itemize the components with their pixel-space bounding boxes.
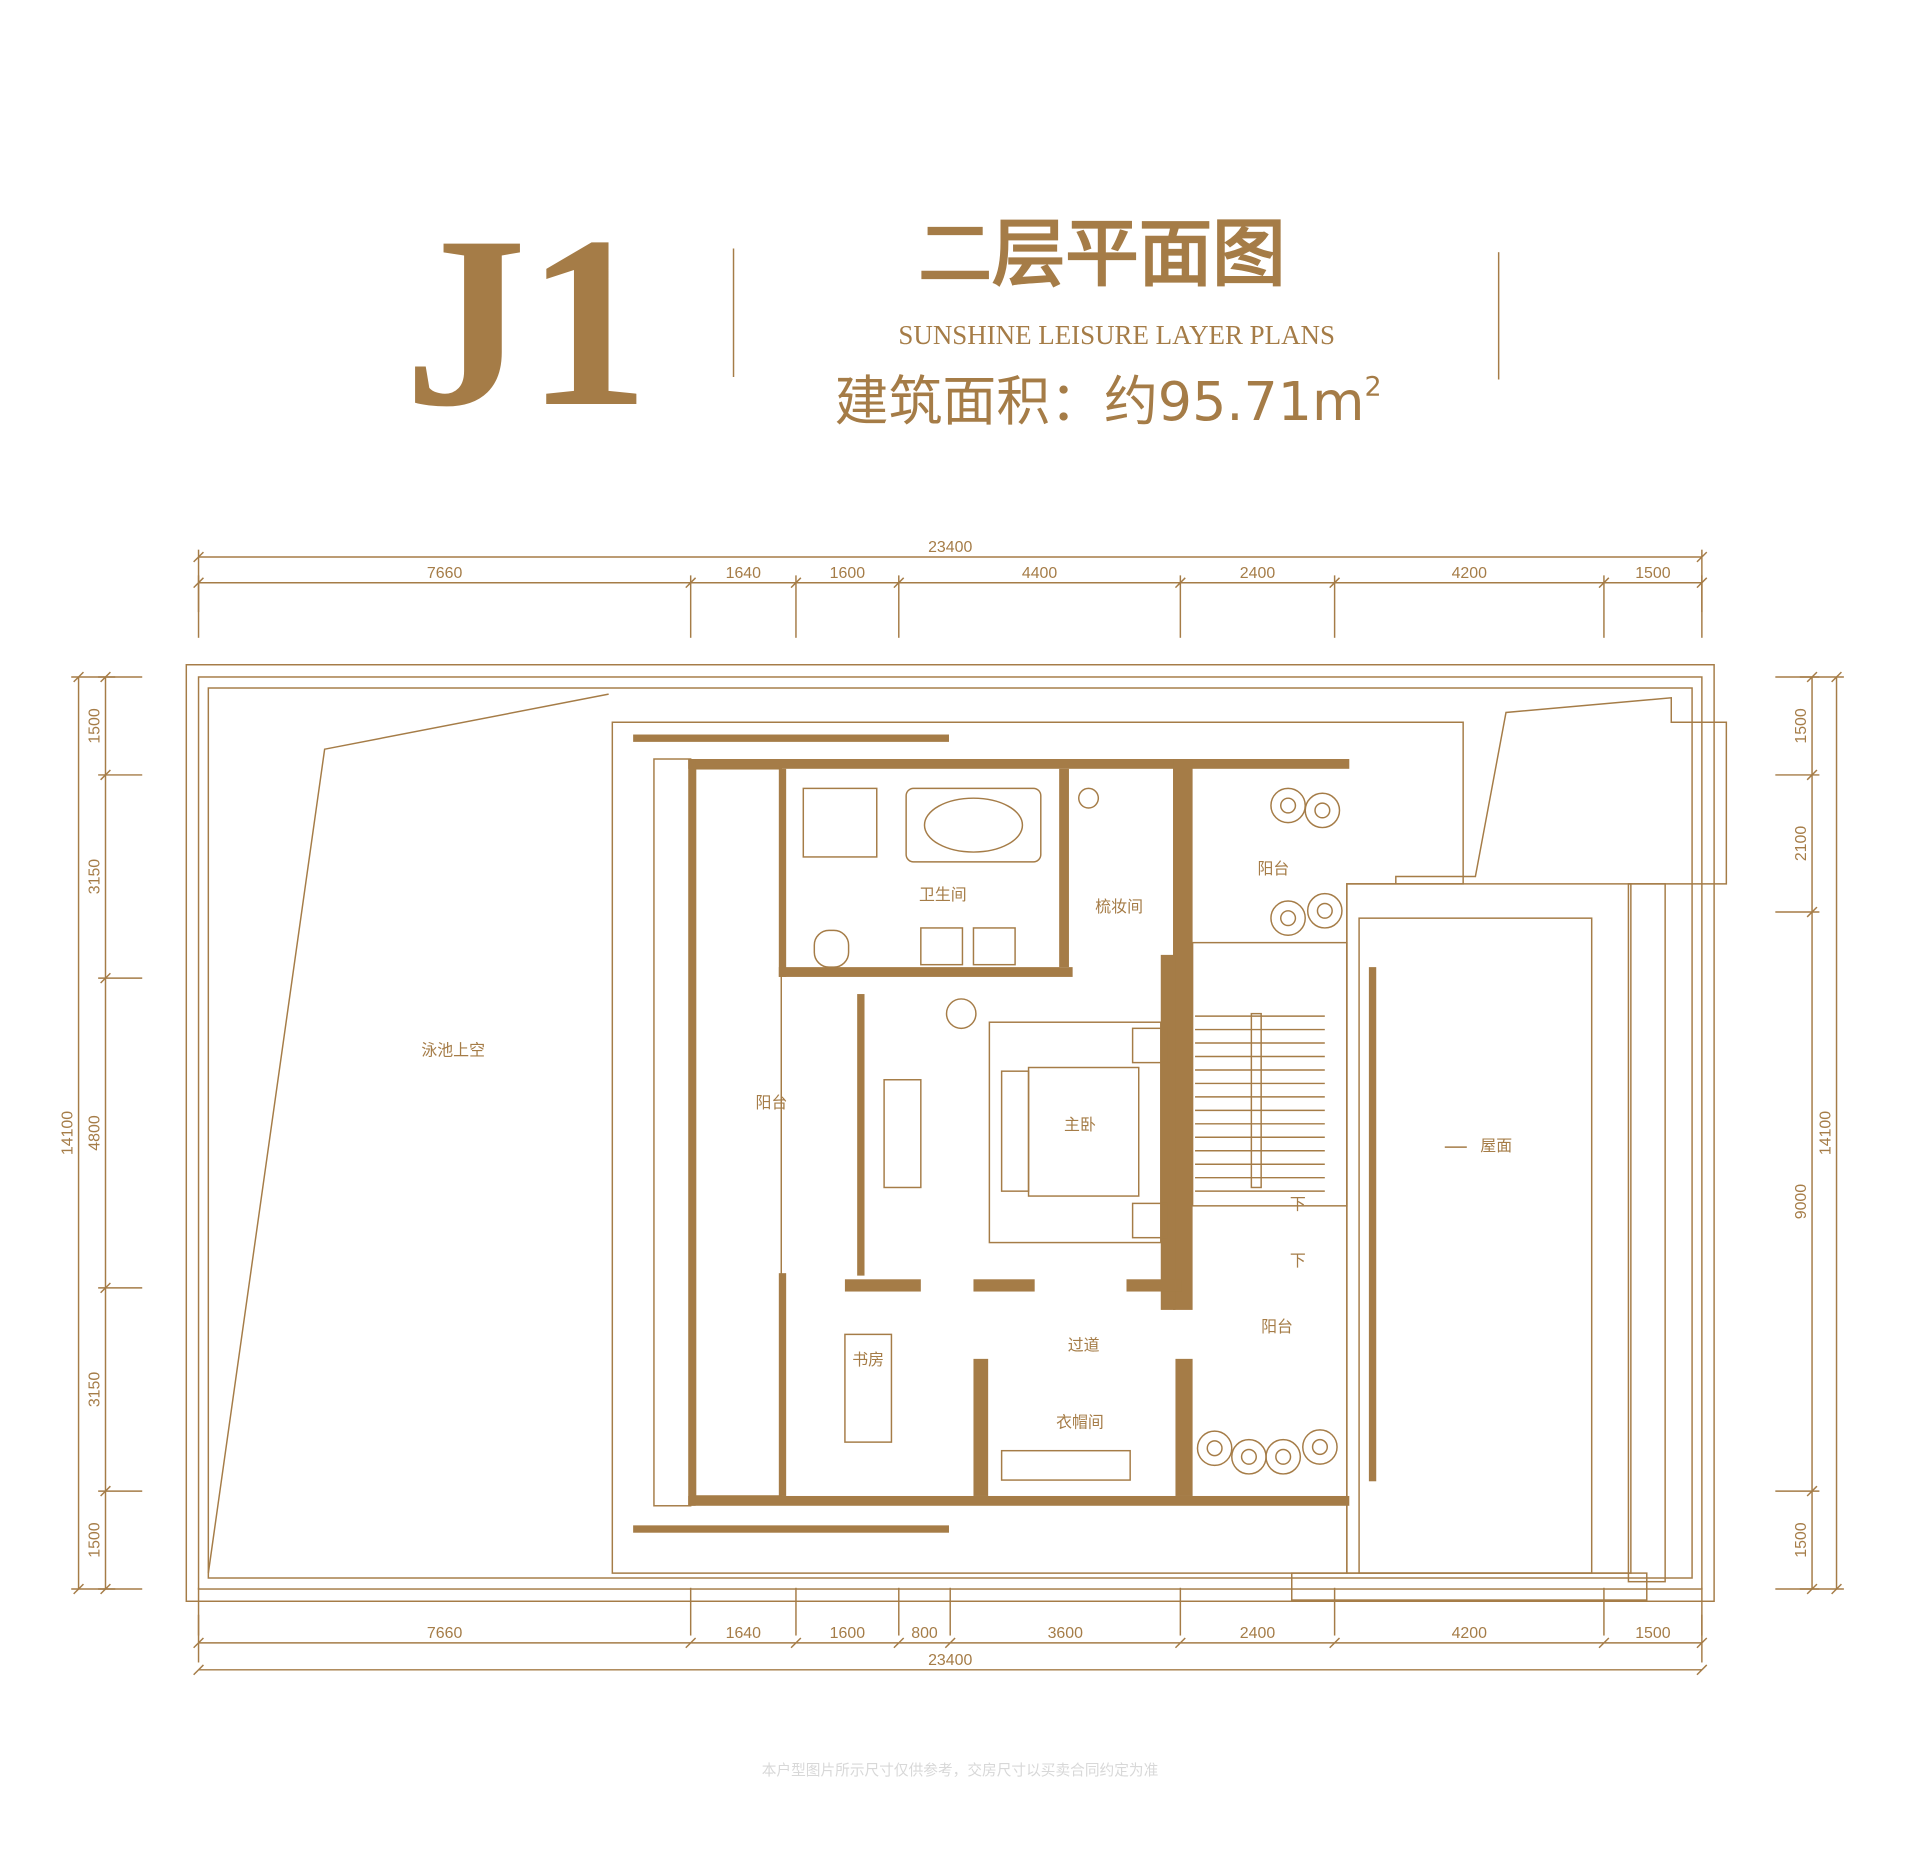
dimension-label: 2100: [1793, 826, 1810, 862]
plant-icon: [1304, 792, 1341, 829]
room-pool-void: 泳池上空: [421, 1040, 485, 1059]
dimension-label: 2400: [1240, 1625, 1276, 1642]
dimension-label: 1500: [86, 1522, 103, 1558]
room-balcony-se: 阳台: [1261, 1317, 1293, 1336]
room-bathroom: 卫生间: [919, 885, 967, 904]
dimension-label: 7660: [427, 565, 463, 582]
room-corridor: 过道: [1068, 1335, 1100, 1354]
walls: [688, 759, 1350, 1506]
plant-icon: [1196, 1430, 1233, 1467]
plant-icon: [1231, 1438, 1267, 1475]
plant-icon: [1265, 1438, 1302, 1475]
dimension-label: 4800: [86, 1115, 103, 1151]
dimension-label: 1500: [1793, 708, 1810, 744]
railing-north: [633, 734, 949, 742]
room-study: 书房: [852, 1350, 884, 1369]
dimension-label: 23400: [928, 1652, 972, 1669]
plant-icon: [1270, 900, 1306, 937]
title-en: SUNSHINE LEISURE LAYER PLANS: [898, 320, 1335, 350]
planters: [1196, 787, 1343, 1475]
unit-code: J1: [404, 186, 649, 457]
dimension-label: 800: [911, 1625, 938, 1642]
stair-down-label: 下: [1290, 1195, 1306, 1214]
railing-south: [633, 1525, 949, 1533]
dimension-label: 4200: [1452, 1625, 1488, 1642]
pool-void-outline: [207, 693, 609, 1574]
dimension-label: 1640: [726, 1625, 762, 1642]
dimension-label: 1500: [1635, 1625, 1671, 1642]
dimension-label: 1600: [830, 1625, 866, 1642]
plant-icon: [1302, 1429, 1338, 1465]
dimension-label: 3150: [86, 1372, 103, 1408]
staircase: [1195, 1012, 1325, 1192]
room-master-bedroom: 主卧: [1064, 1115, 1096, 1134]
dimension-label: 1500: [1793, 1522, 1810, 1558]
dimension-label: 3600: [1048, 1625, 1084, 1642]
dimension-label: 9000: [1793, 1184, 1810, 1220]
dimension-label: 14100: [59, 1111, 76, 1155]
dimension-label: 4400: [1022, 565, 1058, 582]
dimension-label: 2400: [1240, 565, 1276, 582]
room-roof: 屋面: [1480, 1136, 1512, 1155]
dimension-label: 7660: [427, 1625, 463, 1642]
title-cn: 二层平面图: [918, 212, 1285, 297]
terrace-outline: [611, 721, 1464, 1574]
area-label: 建筑面积：约95.71m2: [835, 370, 1382, 433]
plant-icon: [1306, 892, 1343, 929]
footer-disclaimer: 本户型图片所示尺寸仅供参考，交房尺寸以买卖合同约定为准: [762, 1761, 1159, 1779]
dimension-label: 23400: [928, 539, 972, 556]
dimension-label: 4200: [1452, 565, 1488, 582]
room-cloakroom: 衣帽间: [1056, 1412, 1104, 1431]
railing-east: [1368, 967, 1377, 1482]
dimension-label: 1640: [726, 565, 762, 582]
dimension-label: 1600: [830, 565, 866, 582]
roof-outline: [1346, 883, 1632, 1574]
site-boundary: [185, 664, 1715, 1602]
fixtures: [802, 787, 1168, 1481]
dimension-label: 1500: [1635, 565, 1671, 582]
room-balcony-ne: 阳台: [1257, 859, 1289, 878]
room-dressing: 梳妆间: [1095, 897, 1143, 916]
dimension-lines: 23400 7660 1640 1600 4400 2400 4200 1500 7660 164…: [59, 539, 1844, 1676]
dimension-label: 3150: [86, 859, 103, 895]
dimension-label: 1500: [86, 708, 103, 744]
dimension-label: 14100: [1817, 1111, 1834, 1155]
stair-down-label: 下: [1290, 1251, 1306, 1270]
plant-icon: [1270, 787, 1306, 824]
room-balcony-west: 阳台: [756, 1093, 788, 1112]
